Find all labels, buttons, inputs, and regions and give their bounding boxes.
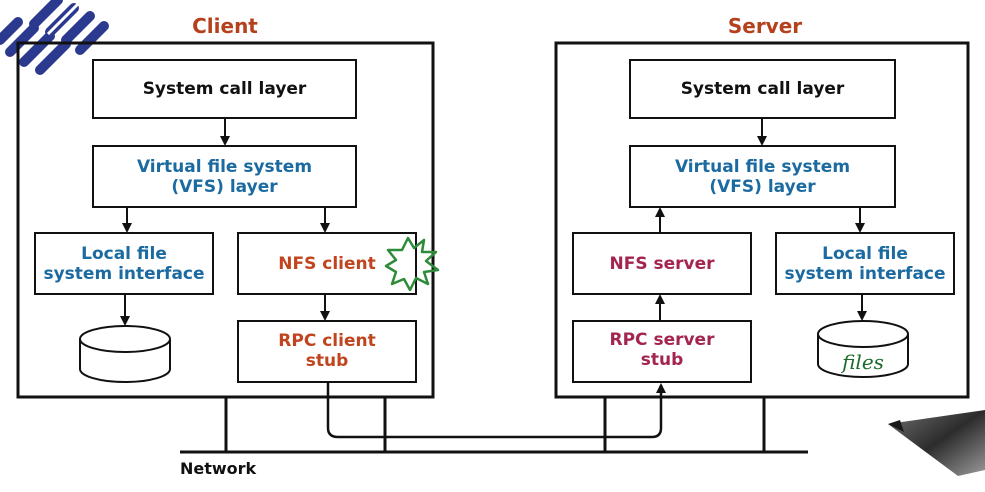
server-local-fs-label-line2: system interface	[784, 264, 946, 284]
client-syscall-label: System call layer	[142, 79, 307, 99]
client-syscall-box	[92, 59, 357, 119]
server-disk-icon	[817, 320, 909, 378]
client-local-fs-label: Local file system interface	[35, 244, 213, 284]
server-title: Server	[727, 14, 803, 38]
client-vfs-label: Virtual file system (VFS) layer	[93, 157, 356, 197]
server-vfs-label-line1: Virtual file system	[674, 157, 851, 177]
server-rpc-label-line1: RPC server	[609, 330, 715, 350]
client-local-fs-box	[34, 232, 214, 295]
client-nfs-label: NFS client	[278, 254, 376, 274]
server-syscall-box	[629, 59, 896, 119]
server-frame	[554, 41, 970, 399]
client-rpc-label: RPC client stub	[238, 331, 416, 371]
client-rpc-label-line1: RPC client	[278, 331, 376, 351]
server-syscall-label: System call layer	[680, 79, 845, 99]
client-nfs-box	[237, 232, 417, 295]
server-local-fs-label: Local file system interface	[776, 244, 954, 284]
server-rpc-label-line2: stub	[640, 350, 684, 370]
logo-stripes-icon	[0, 0, 109, 75]
client-vfs-label-line1: Virtual file system	[136, 157, 313, 177]
client-vfs-label-line2: (VFS) layer	[171, 177, 278, 197]
network-label: Network	[180, 459, 257, 478]
client-local-fs-label-line1: Local file	[81, 244, 167, 264]
client-rpc-box	[237, 320, 417, 383]
server-nfs-box	[572, 232, 752, 295]
server-vfs-box	[629, 145, 896, 208]
highlight-star-icon	[384, 236, 440, 292]
server-local-fs-box	[775, 232, 955, 295]
pen-icon	[888, 410, 985, 476]
client-title: Client	[192, 14, 258, 38]
server-vfs-label: Virtual file system (VFS) layer	[630, 157, 895, 197]
server-rpc-box	[572, 320, 752, 383]
client-local-fs-label-line2: system interface	[43, 264, 205, 284]
server-rpc-label: RPC server stub	[573, 330, 751, 370]
client-rpc-label-line2: stub	[305, 351, 349, 371]
client-disk-icon	[79, 325, 171, 383]
server-local-fs-label-line1: Local file	[822, 244, 908, 264]
client-vfs-box	[92, 145, 357, 208]
server-disk-label: files	[842, 350, 884, 374]
server-vfs-label-line2: (VFS) layer	[709, 177, 816, 197]
server-nfs-label: NFS server	[609, 254, 715, 274]
rpc-message-path	[326, 382, 666, 439]
